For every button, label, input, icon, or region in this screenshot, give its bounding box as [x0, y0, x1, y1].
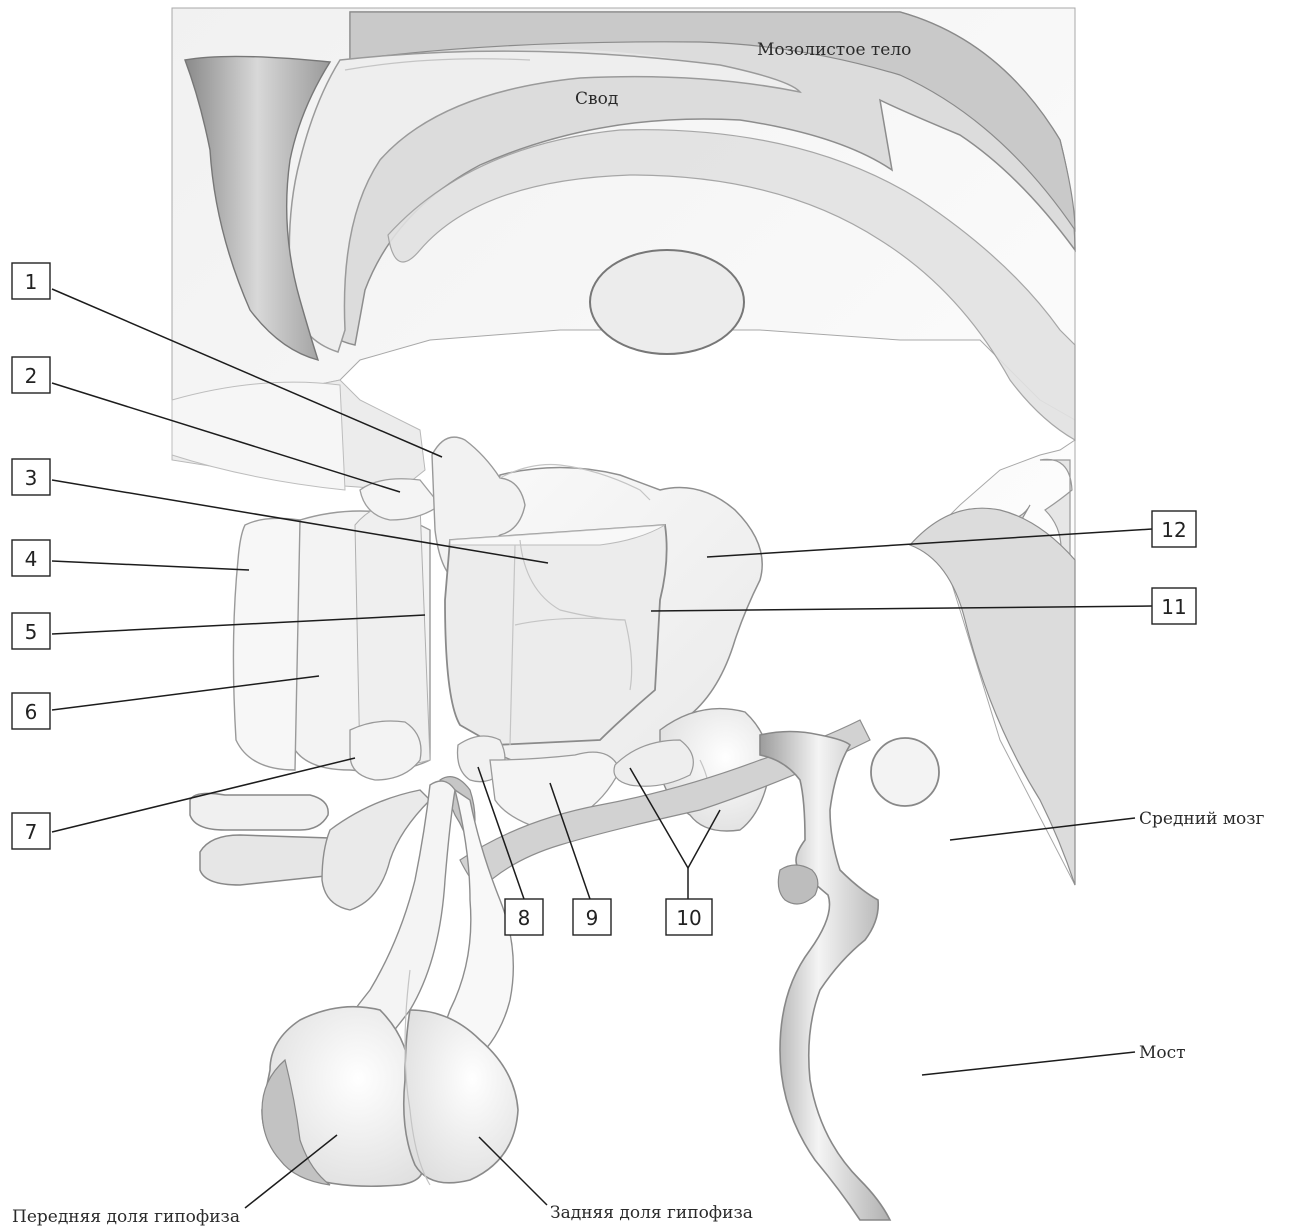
- label-pons: Мост: [1139, 1043, 1186, 1063]
- marker-1: 1: [12, 263, 50, 299]
- marker-4: 4: [12, 540, 50, 576]
- label-fornix: Свод: [575, 89, 618, 109]
- label-anterior-pituitary: Передняя доля гипофиза: [12, 1207, 240, 1227]
- marker-6-text: 6: [25, 700, 38, 724]
- label-posterior-pituitary: Задняя доля гипофиза: [550, 1203, 753, 1223]
- marker-12: 12: [1152, 511, 1196, 547]
- marker-6: 6: [12, 693, 50, 729]
- marker-7-text: 7: [25, 820, 38, 844]
- marker-8: 8: [505, 899, 543, 935]
- leader-posterior-pituitary: [479, 1137, 547, 1205]
- marker-7: 7: [12, 813, 50, 849]
- interthalamic-adhesion: [590, 250, 744, 354]
- optic-chiasm: [190, 790, 430, 910]
- label-corpus-callosum: Мозолистое тело: [757, 40, 911, 60]
- marker-2: 2: [12, 357, 50, 393]
- marker-9: 9: [573, 899, 611, 935]
- cerebral-aqueduct: [871, 738, 939, 806]
- marker-1-text: 1: [25, 270, 38, 294]
- leader-4: [52, 561, 249, 570]
- marker-3-text: 3: [25, 466, 38, 490]
- marker-11: 11: [1152, 588, 1196, 624]
- marker-4-text: 4: [25, 547, 38, 571]
- marker-11-text: 11: [1161, 595, 1186, 619]
- marker-10-text: 10: [676, 906, 701, 930]
- marker-2-text: 2: [25, 364, 38, 388]
- hypothalamic-nuclei: [233, 437, 769, 831]
- leader-pons: [922, 1052, 1135, 1075]
- marker-9-text: 9: [586, 906, 599, 930]
- marker-3: 3: [12, 459, 50, 495]
- marker-10: 10: [666, 899, 712, 935]
- marker-12-text: 12: [1161, 518, 1186, 542]
- marker-5-text: 5: [25, 620, 38, 644]
- brainstem-tube: [760, 732, 890, 1221]
- label-midbrain: Средний мозг: [1139, 809, 1265, 829]
- marker-5: 5: [12, 613, 50, 649]
- marker-8-text: 8: [518, 906, 531, 930]
